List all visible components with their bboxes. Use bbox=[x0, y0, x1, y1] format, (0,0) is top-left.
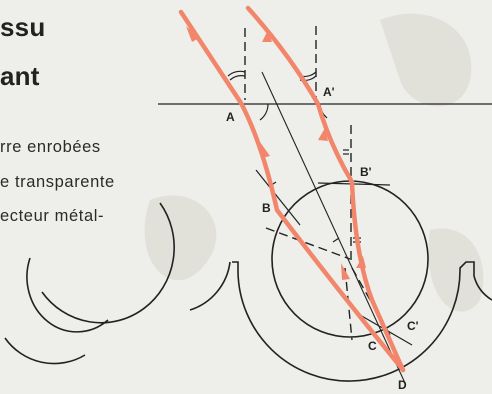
arrow-down-top bbox=[186, 26, 199, 42]
arrow-up-low bbox=[356, 256, 366, 268]
tangents bbox=[255, 169, 413, 346]
reference-axis bbox=[261, 71, 406, 384]
return-ray bbox=[245, 5, 406, 373]
left-reflector-cup bbox=[26, 257, 109, 333]
point-labels: A A' B B' C C' D bbox=[226, 85, 419, 392]
arrow-down-low bbox=[341, 263, 350, 280]
arrow-up-mid bbox=[318, 128, 328, 141]
arrow-up-top bbox=[262, 30, 272, 42]
label-C: C bbox=[368, 339, 377, 353]
label-A-prime: A' bbox=[323, 85, 335, 99]
reflector-left-cup bbox=[189, 261, 231, 311]
body-line-3: ecteur métal- bbox=[0, 207, 105, 225]
heading-line-1: ssu bbox=[0, 12, 46, 42]
label-A: A bbox=[226, 110, 235, 124]
body-line-1: rre enrobées bbox=[0, 138, 101, 156]
normal-B bbox=[265, 227, 351, 260]
incident-ray bbox=[178, 9, 406, 373]
label-B-prime: B' bbox=[360, 165, 372, 179]
angle-marks bbox=[227, 70, 361, 243]
heading-line-2: ant bbox=[0, 61, 40, 91]
watermark bbox=[144, 13, 484, 312]
label-C-prime: C' bbox=[407, 319, 419, 333]
tangent-B bbox=[255, 169, 301, 226]
ray-arrows bbox=[186, 26, 366, 280]
arrow-down-mid bbox=[260, 142, 270, 158]
left-bead-arc bbox=[4, 337, 86, 365]
label-B: B bbox=[262, 201, 271, 215]
label-D: D bbox=[398, 378, 407, 392]
left-bead-outline bbox=[41, 202, 175, 324]
body-line-2: e transparente bbox=[0, 173, 115, 191]
light-rays bbox=[178, 5, 406, 373]
reflector-profile bbox=[232, 261, 492, 382]
